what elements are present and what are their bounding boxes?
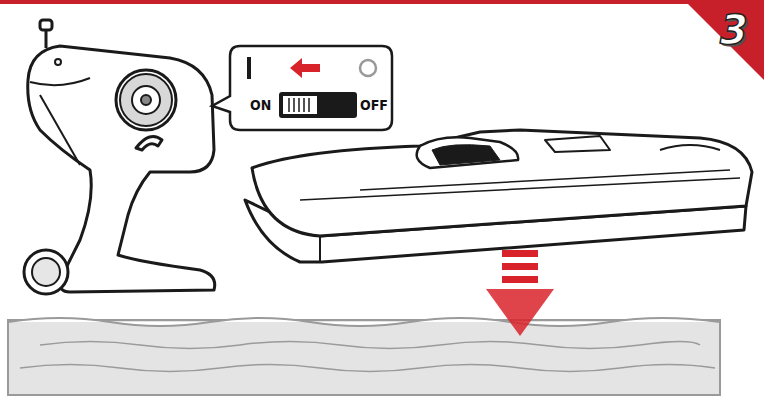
top-rule	[0, 0, 764, 4]
water	[8, 318, 720, 395]
on-symbol	[247, 57, 251, 79]
switch-on-label: ON	[250, 98, 271, 112]
switch-slider	[283, 96, 317, 114]
direction-arrow	[290, 58, 320, 78]
slide-switch	[279, 92, 357, 118]
switch-off-label: OFF	[360, 98, 388, 112]
corner-badge	[684, 0, 764, 80]
step-number: 3	[720, 10, 748, 50]
drop-arrow	[486, 250, 554, 336]
switch-callout	[212, 46, 392, 130]
remote-controller	[24, 20, 215, 294]
rc-boat	[245, 130, 752, 262]
off-symbol	[360, 60, 376, 76]
